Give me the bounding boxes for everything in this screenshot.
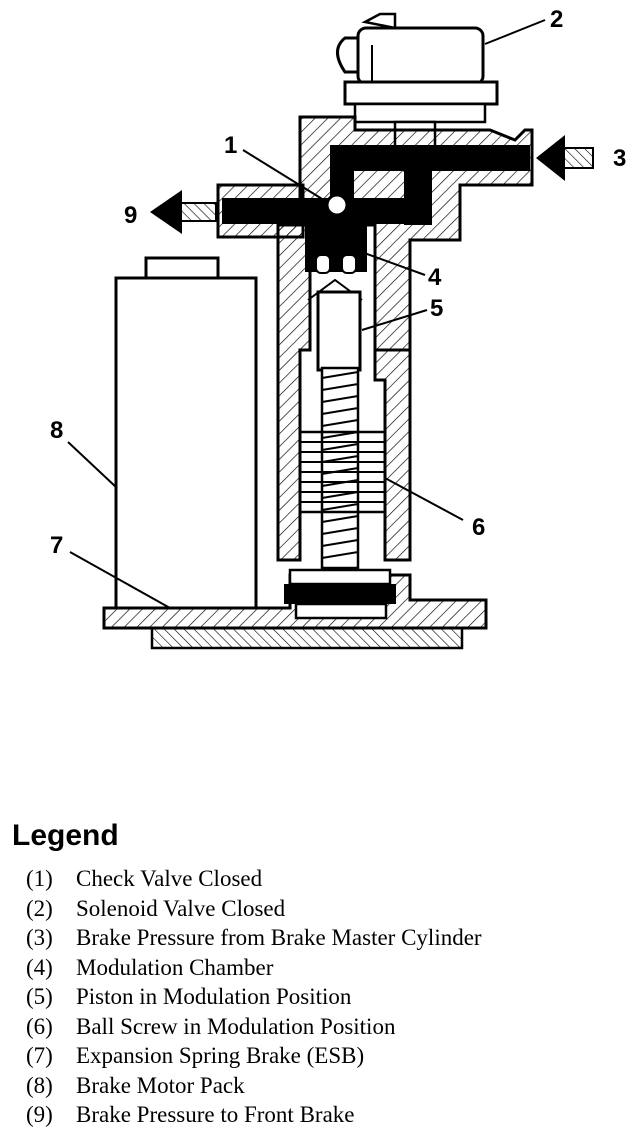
callout-6: 6 bbox=[472, 514, 485, 541]
brake-motor-pack bbox=[114, 256, 258, 610]
legend-item-number: (3) bbox=[26, 925, 53, 950]
callout-1: 1 bbox=[224, 132, 237, 159]
expansion-spring-brake bbox=[284, 568, 396, 620]
legend-item: (9) Brake Pressure to Front Brake bbox=[26, 1100, 482, 1130]
legend-title: Legend bbox=[12, 819, 119, 852]
callout-5: 5 bbox=[430, 295, 443, 322]
inlet-arrow-3 bbox=[536, 135, 594, 181]
legend-item-number: (5) bbox=[26, 984, 53, 1009]
legend-item-number: (4) bbox=[26, 954, 53, 980]
legend-item-text: Brake Pressure from Brake Master Cylinde… bbox=[76, 925, 482, 950]
callout-9: 9 bbox=[124, 202, 137, 229]
legend-item: (6) Ball Screw in Modulation Position bbox=[26, 1012, 482, 1042]
legend-item: (2) Solenoid Valve Closed bbox=[26, 894, 482, 924]
legend-item-number: (1) bbox=[26, 866, 53, 891]
legend-item-number: (7) bbox=[26, 1043, 53, 1068]
legend-list: (1) Check Valve Closed (2) Solenoid Valve … bbox=[26, 864, 482, 1130]
legend-item: (3) Brake Pressure from Brake Master Cyli… bbox=[26, 923, 482, 953]
legend-item-text: Expansion Spring Brake (ESB) bbox=[76, 1043, 365, 1068]
piston bbox=[316, 290, 362, 372]
ball-screw bbox=[298, 366, 387, 570]
brake-modulator-diagram: 1 2 3 4 5 6 7 8 9 bbox=[50, 6, 626, 650]
legend-item-number: (6) bbox=[26, 1013, 53, 1039]
outlet-arrow-9 bbox=[150, 190, 217, 234]
callout-3: 3 bbox=[613, 145, 626, 172]
legend-item-text: Brake Motor Pack bbox=[76, 1072, 245, 1098]
check-valve-ball bbox=[325, 193, 349, 217]
fluid-passages bbox=[222, 145, 530, 272]
callout-7: 7 bbox=[50, 532, 63, 559]
legend-item: (7) Expansion Spring Brake (ESB) bbox=[26, 1041, 482, 1071]
legend-item-number: (2) bbox=[26, 895, 53, 921]
callout-4: 4 bbox=[428, 264, 442, 291]
legend-item-number: (8) bbox=[26, 1072, 53, 1098]
leader-lines bbox=[67, 19, 546, 609]
legend-item-text: Ball Screw in Modulation Position bbox=[76, 1013, 396, 1039]
legend-item: (4) Modulation Chamber bbox=[26, 953, 482, 983]
legend-item-text: Solenoid Valve Closed bbox=[76, 895, 286, 921]
legend-item: (5) Piston in Modulation Position bbox=[26, 982, 482, 1012]
legend-item: (8) Brake Motor Pack bbox=[26, 1071, 482, 1101]
legend-item-text: Check Valve Closed bbox=[76, 866, 263, 891]
legend-item-text: Modulation Chamber bbox=[76, 954, 274, 980]
legend-item-text: Piston in Modulation Position bbox=[76, 984, 352, 1009]
callout-8: 8 bbox=[50, 417, 63, 444]
callout-2: 2 bbox=[550, 6, 563, 33]
legend-item: (1) Check Valve Closed bbox=[26, 864, 482, 894]
legend-item-number: (9) bbox=[26, 1102, 53, 1127]
legend-item-text: Brake Pressure to Front Brake bbox=[76, 1102, 355, 1127]
